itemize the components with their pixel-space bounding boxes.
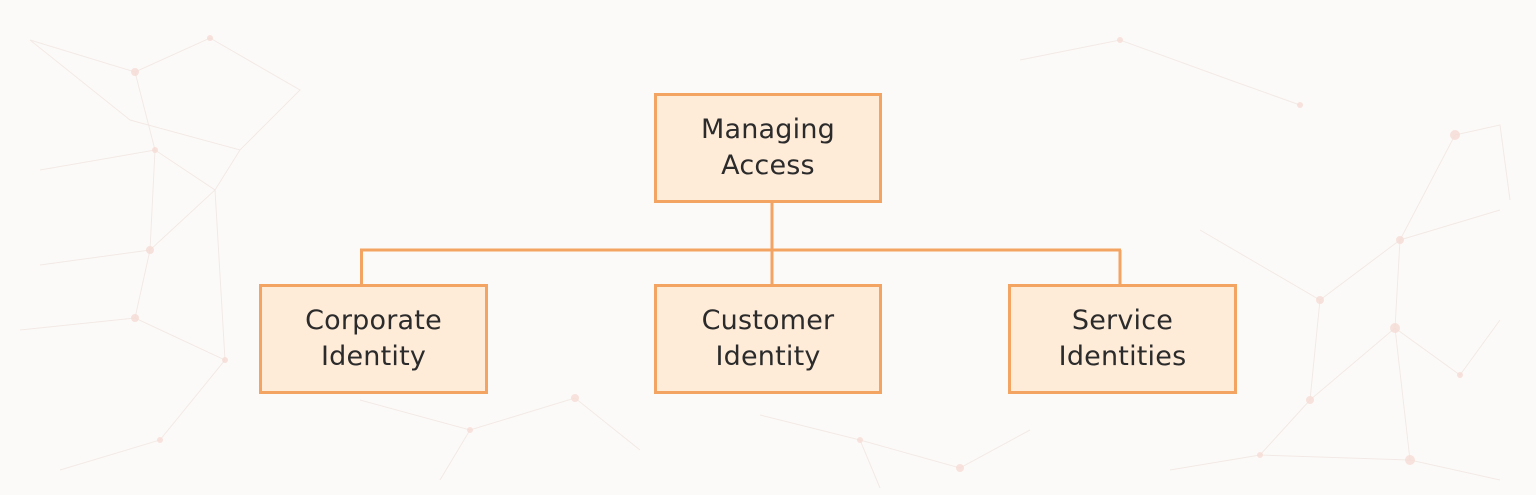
node-service-identities: Service Identities (1008, 284, 1237, 394)
node-label-line2: Identity (715, 341, 821, 372)
node-customer-identity: Customer Identity (654, 284, 882, 394)
node-label: Managing Access (701, 112, 835, 184)
node-label-line1: Managing (701, 114, 835, 145)
node-label: Service Identities (1059, 303, 1187, 375)
node-label: Corporate Identity (305, 303, 442, 375)
node-corporate-identity: Corporate Identity (259, 284, 488, 394)
node-label: Customer Identity (702, 303, 835, 375)
node-managing-access: Managing Access (654, 93, 882, 203)
node-label-line1: Customer (701, 305, 835, 336)
node-label-line2: Access (721, 150, 815, 181)
node-label-line2: Identities (1058, 341, 1187, 372)
node-label-line1: Service (1071, 305, 1174, 336)
node-label-line2: Identity (320, 341, 427, 372)
node-label-line1: Corporate (305, 305, 442, 336)
